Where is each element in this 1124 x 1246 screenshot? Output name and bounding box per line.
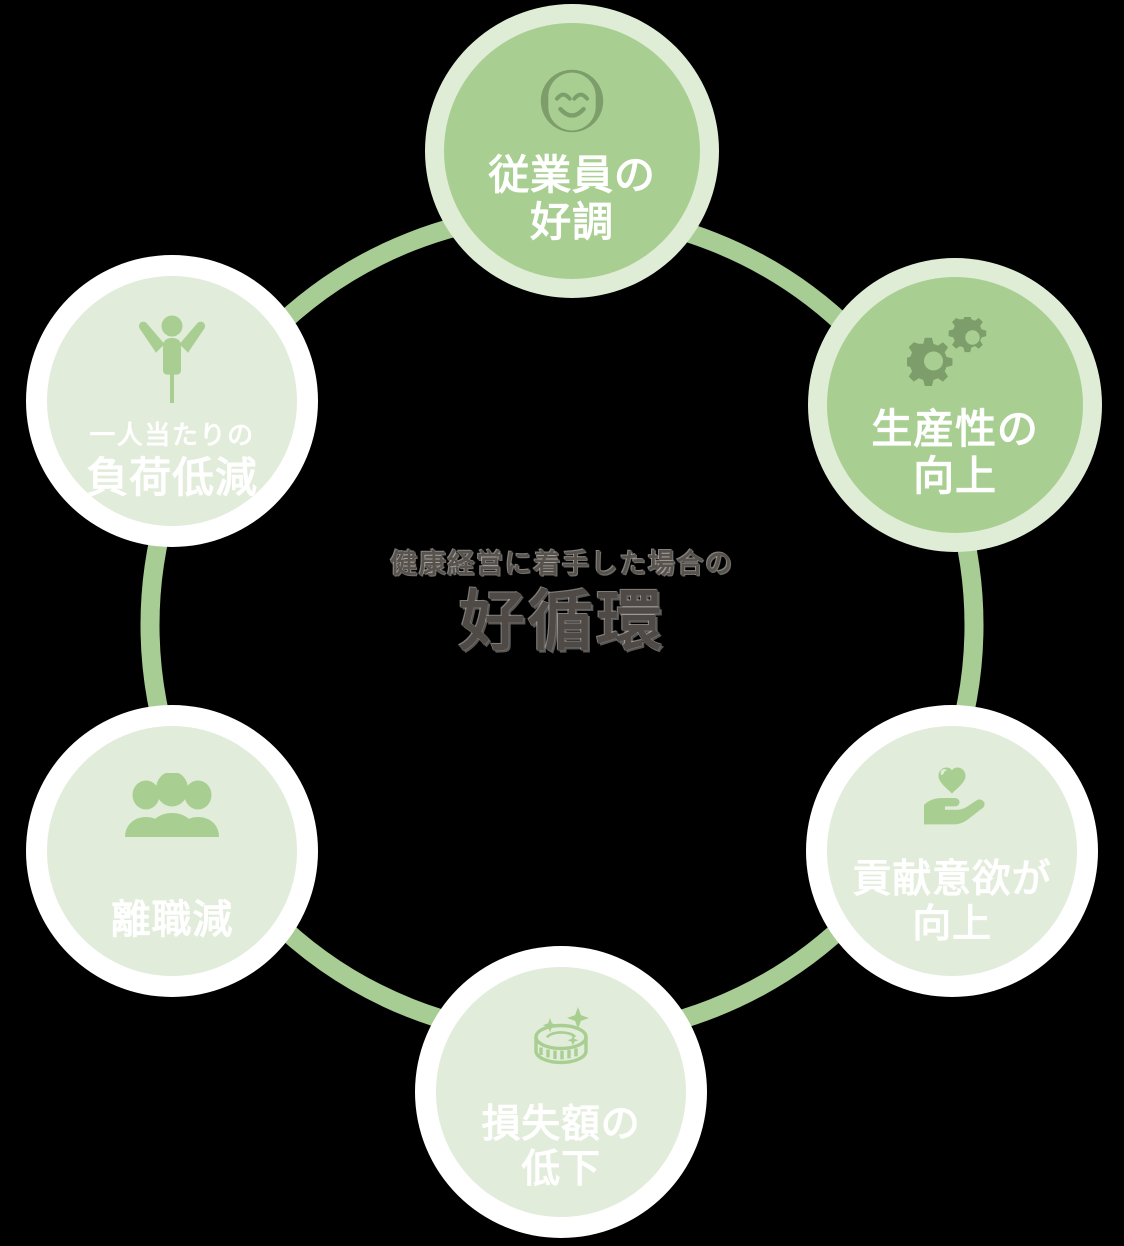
- node-per-person-load-reduction-label: 負荷低減: [86, 453, 258, 501]
- node-loss-amount-down-body: 損失額の 低下: [436, 967, 686, 1217]
- node-per-person-load-reduction-body: 一人当たりの 負荷低減: [47, 276, 297, 526]
- node-contribution-motivation-up-label: 貢献意欲が 向上: [852, 858, 1052, 946]
- node-productivity-up-label: 生産性の 向上: [871, 405, 1039, 499]
- coin-sparkle-icon: [520, 1002, 602, 1087]
- node-contribution-motivation-up[interactable]: 貢献意欲が 向上: [806, 705, 1098, 997]
- node-loss-amount-down[interactable]: 損失額の 低下: [415, 946, 707, 1238]
- smiley-face-icon: [535, 64, 609, 143]
- celebrating-person-icon: [138, 312, 206, 411]
- node-per-person-load-reduction[interactable]: 一人当たりの 負荷低減: [26, 255, 318, 547]
- node-loss-amount-down-label: 損失額の 低下: [481, 1103, 641, 1191]
- heart-in-hand-icon: [914, 763, 990, 844]
- node-turnover-reduction[interactable]: 離職減: [26, 705, 318, 997]
- node-productivity-up-body: 生産性の 向上: [827, 277, 1083, 533]
- node-contribution-motivation-up-body: 貢献意欲が 向上: [827, 726, 1077, 976]
- node-employee-wellbeing[interactable]: 従業員の 好調: [425, 4, 719, 298]
- node-turnover-reduction-label: 離職減: [110, 897, 234, 942]
- node-employee-wellbeing-body: 従業員の 好調: [444, 23, 700, 279]
- node-per-person-load-reduction-sublabel: 一人当たりの: [89, 420, 255, 451]
- people-group-icon: [123, 771, 221, 852]
- node-productivity-up[interactable]: 生産性の 向上: [808, 258, 1102, 552]
- node-employee-wellbeing-label: 従業員の 好調: [488, 152, 656, 245]
- gears-icon: [904, 314, 1003, 394]
- node-turnover-reduction-body: 離職減: [47, 726, 297, 976]
